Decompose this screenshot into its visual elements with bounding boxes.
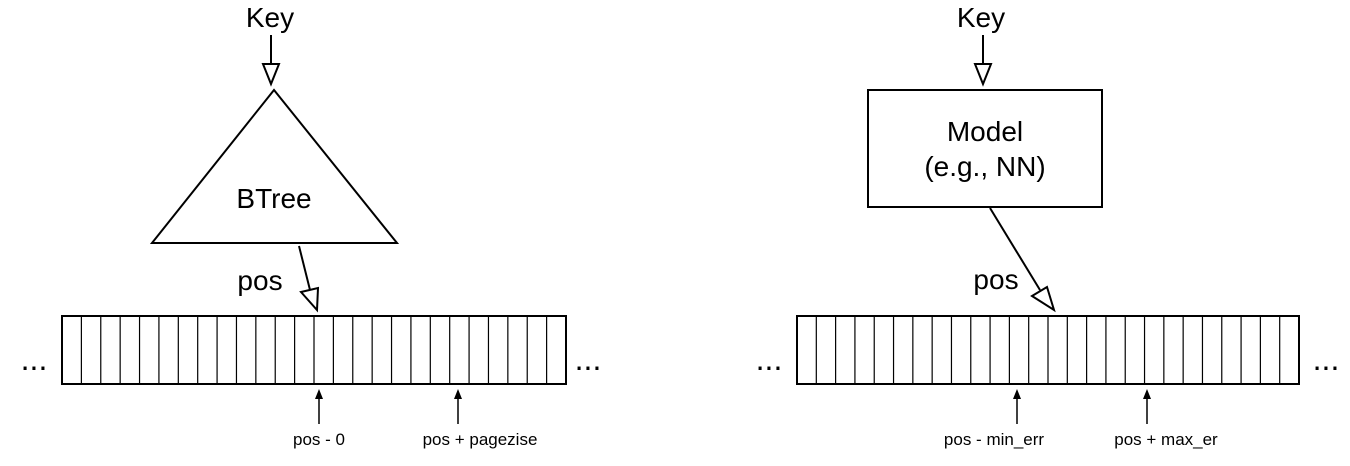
right-marker-a-label: pos - min_err [944,430,1044,449]
model-label-line2: (e.g., NN) [924,151,1045,182]
left-key-arrowhead [261,63,281,87]
left-pos-label: pos [237,265,282,296]
btree-panel: Key BTree pos ... ... pos - 0 pos + page… [21,2,602,449]
right-pos-arrowhead [1030,285,1056,313]
left-marker-a-arrowhead [315,389,323,399]
right-ellipsis-end: ... [1313,341,1340,377]
model-panel: Key Model (e.g., NN) pos ... ... pos - m… [756,2,1340,449]
right-pos-arrow-shaft [989,207,1041,291]
right-key-arrowhead [973,63,993,87]
right-ellipsis-start: ... [756,341,783,377]
right-marker-b-label: pos + max_er [1114,430,1218,449]
left-marker-a-label: pos - 0 [293,430,345,449]
btree-label: BTree [236,183,311,214]
left-ellipsis-end: ... [575,341,602,377]
right-marker-b-arrowhead [1143,389,1151,399]
right-pos-label: pos [973,264,1018,295]
btree-triangle [149,88,400,244]
right-key-array [796,315,1300,385]
right-key-label: Key [957,2,1005,33]
model-label-line1: Model [947,116,1023,147]
left-marker-b-label: pos + pagezise [423,430,538,449]
model-box [867,89,1103,208]
left-ellipsis-start: ... [21,341,48,377]
left-pos-arrow-shaft [298,245,311,291]
right-marker-a-arrowhead [1013,389,1021,399]
left-key-label: Key [246,2,294,33]
left-marker-b-arrowhead [454,389,462,399]
left-key-array [61,315,567,385]
left-pos-arrowhead [299,286,320,313]
